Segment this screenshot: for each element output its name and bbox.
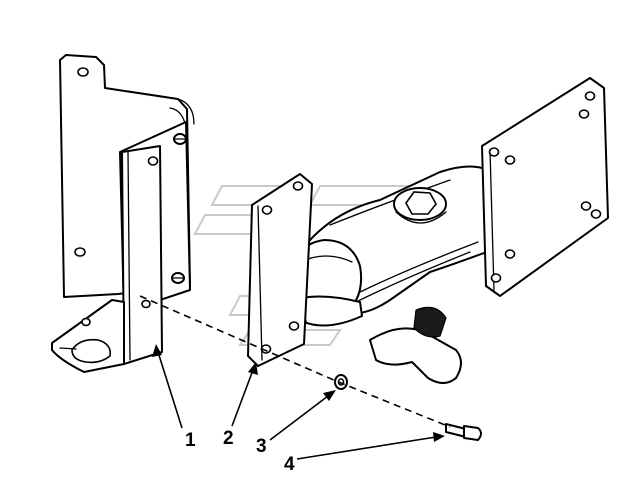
monitor-arm	[288, 165, 493, 384]
callout-4: 4	[284, 454, 295, 475]
callout-2: 2	[223, 428, 234, 449]
bolt-head	[171, 272, 185, 284]
leader-line-3	[269, 390, 336, 441]
leader-line-2	[231, 362, 258, 427]
vesa-plate	[481, 77, 609, 297]
bracket-hole	[141, 299, 151, 309]
hex-socket	[393, 187, 447, 224]
leader-line-4	[296, 432, 445, 460]
leader-line-1	[152, 344, 183, 429]
bracket-hole	[81, 317, 91, 327]
bolt-head	[173, 133, 187, 145]
gasket-plate	[247, 173, 313, 367]
washer	[334, 374, 348, 390]
callout-1: 1	[185, 430, 196, 451]
bracket-hole	[74, 247, 86, 257]
mounting-bracket	[51, 54, 195, 373]
lock-lever	[369, 306, 462, 384]
callout-3: 3	[256, 436, 267, 457]
bolt	[445, 423, 482, 441]
bracket-hole	[77, 67, 89, 77]
bracket-hole	[147, 156, 159, 166]
